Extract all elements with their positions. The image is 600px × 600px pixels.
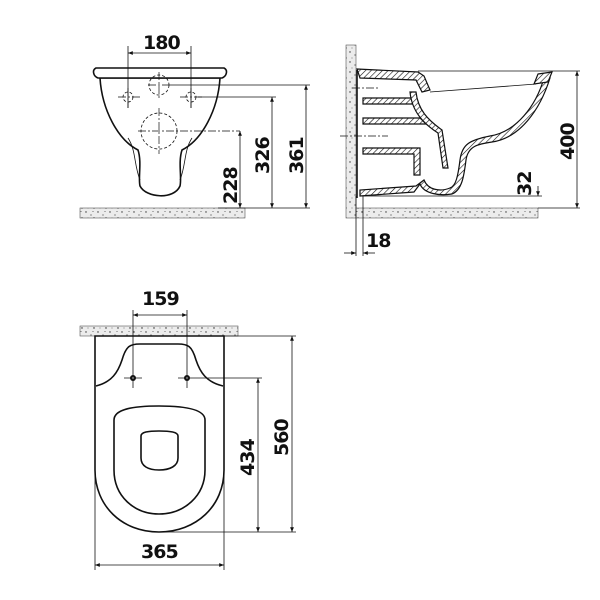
side-top-shell — [356, 68, 431, 93]
side-trap-wall — [409, 91, 449, 169]
dim-32: 32 — [514, 172, 536, 196]
dim-560: 560 — [271, 419, 293, 456]
wall-concrete — [345, 44, 357, 219]
seat-inner-opening — [140, 430, 179, 471]
floor-concrete-side — [355, 207, 539, 219]
floor-concrete — [79, 207, 246, 219]
front-bowl-body — [99, 77, 221, 197]
seat-outer — [113, 405, 206, 515]
dim-365: 365 — [141, 541, 178, 563]
front-view: 180 228 326 361 — [79, 32, 310, 219]
dim-18: 18 — [366, 230, 391, 252]
front-flute-right — [179, 137, 193, 181]
dim-400: 400 — [557, 123, 579, 160]
side-front-rim — [533, 71, 553, 85]
dim-159: 159 — [142, 288, 179, 310]
dim-434: 434 — [237, 439, 259, 476]
dim-326: 326 — [252, 137, 274, 174]
top-back-hump — [95, 343, 224, 387]
dim-180: 180 — [143, 32, 180, 54]
wall-concrete-top — [79, 325, 239, 337]
front-flute-left — [127, 137, 141, 181]
dim-228: 228 — [220, 167, 242, 204]
side-view: 400 32 18 — [340, 44, 580, 256]
front-rim — [92, 67, 228, 79]
dim-361: 361 — [286, 137, 308, 174]
top-view: 159 434 560 365 — [79, 288, 296, 570]
